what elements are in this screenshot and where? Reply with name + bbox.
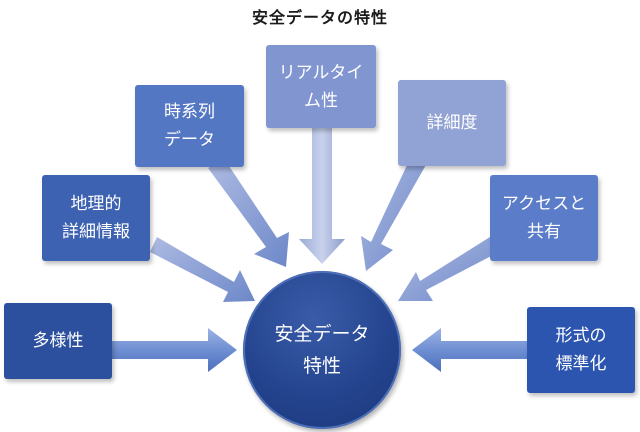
arrow-realtime xyxy=(299,128,345,264)
arrow-geo xyxy=(150,237,255,302)
node-access: アクセスと 共有 xyxy=(490,175,598,261)
arrow-timeseries xyxy=(208,160,289,267)
arrow-access xyxy=(398,237,495,301)
arrow-diversity xyxy=(111,328,237,372)
node-timeseries: 時系列 データ xyxy=(135,85,244,167)
node-label: 多様性 xyxy=(32,331,84,351)
node-standard: 形式の 標準化 xyxy=(527,307,635,393)
node-label: 詳細度 xyxy=(426,113,478,133)
center-label: 安全データ 特性 xyxy=(274,323,370,377)
node-label: リアルタイ ム性 xyxy=(278,62,364,111)
node-diversity: 多様性 xyxy=(4,303,112,379)
diagram-title: 安全データの特性 xyxy=(251,8,388,27)
arrow-standard xyxy=(412,328,527,372)
center-node: 安全データ 特性 xyxy=(243,271,401,429)
node-granularity: 詳細度 xyxy=(398,80,506,166)
node-realtime: リアルタイ ム性 xyxy=(266,45,376,128)
arrow-granularity xyxy=(361,146,431,271)
node-label: アクセスと 共有 xyxy=(501,194,587,242)
node-geo: 地理的 詳細情報 xyxy=(42,175,150,261)
node-label: 形式の 標準化 xyxy=(555,326,607,374)
node-label: 地理的 詳細情報 xyxy=(62,194,130,242)
node-label: 時系列 データ xyxy=(164,102,215,150)
